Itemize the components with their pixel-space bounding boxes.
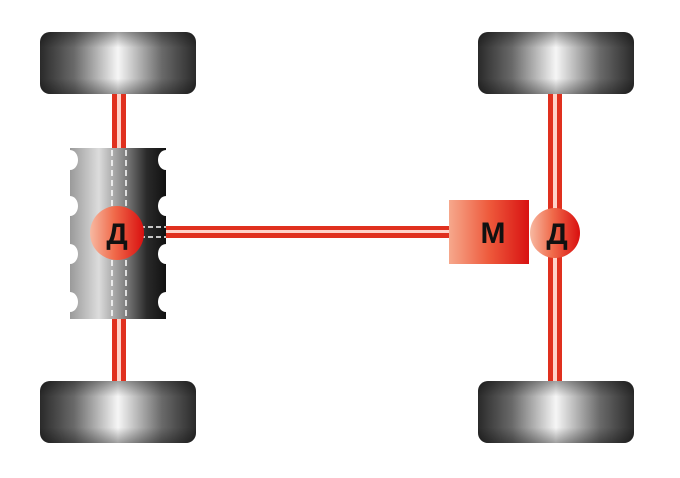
wheel-rear-bottom bbox=[478, 381, 634, 443]
wheel-front-top bbox=[40, 32, 196, 94]
front-axle bbox=[112, 94, 126, 381]
center-coupling-label: М bbox=[481, 217, 506, 250]
front-differential: Д bbox=[90, 206, 144, 260]
gearbox-icon bbox=[70, 148, 166, 319]
propeller-shaft bbox=[166, 226, 450, 238]
front-differential-label: Д bbox=[106, 218, 127, 251]
center-coupling: М bbox=[449, 200, 529, 264]
wheel-front-bottom bbox=[40, 381, 196, 443]
rear-differential-label: Д bbox=[546, 218, 567, 251]
wheel-rear-top bbox=[478, 32, 634, 94]
rear-differential: Д bbox=[530, 208, 580, 258]
